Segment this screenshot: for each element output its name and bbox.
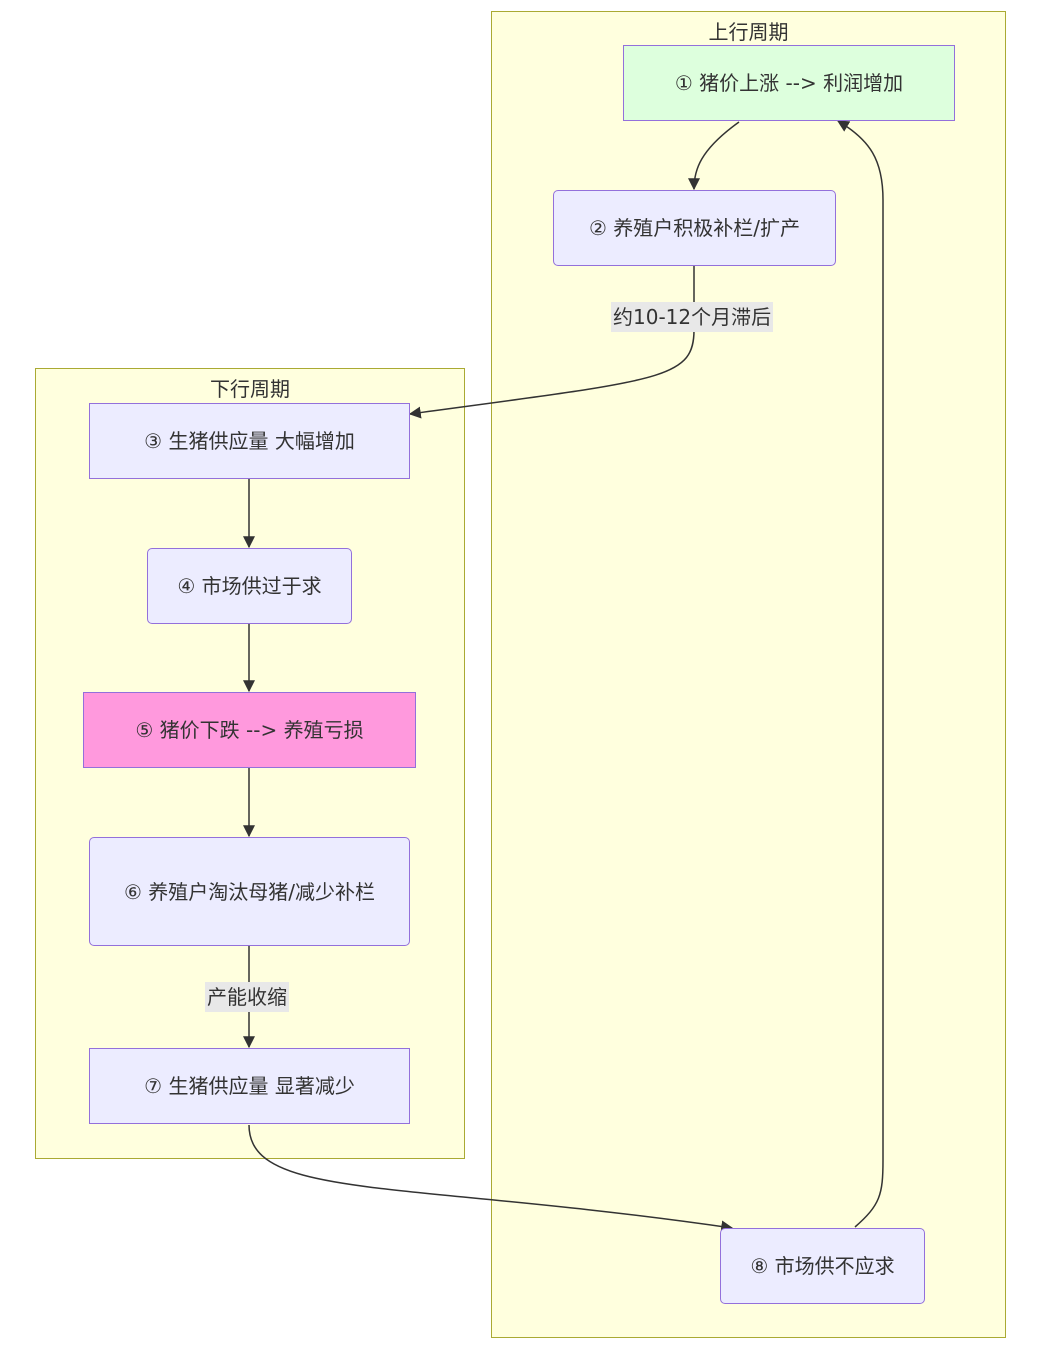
node-5-price-fall: ⑤ 猪价下跌 --> 养殖亏损 [83, 692, 416, 768]
edge-label-lag: 约10-12个月滞后 [611, 302, 774, 332]
node-6-cull-sows: ⑥ 养殖户淘汰母猪/减少补栏 [89, 837, 410, 946]
subgraph-upward-title: 上行周期 [708, 20, 789, 44]
edge-label-shrink: 产能收缩 [205, 982, 289, 1012]
subgraph-downward-title: 下行周期 [210, 377, 290, 401]
edge-n8-n1 [836, 120, 884, 1228]
node-7-supply-decrease: ⑦ 生猪供应量 显著减少 [89, 1048, 410, 1124]
node-1-price-rise: ① 猪价上涨 --> 利润增加 [623, 45, 955, 121]
edge-n1-n2 [688, 121, 740, 191]
node-4-oversupply: ④ 市场供过于求 [147, 548, 352, 624]
edge-n2-n3 [408, 266, 695, 419]
node-3-supply-increase: ③ 生猪供应量 大幅增加 [89, 403, 410, 479]
edge-n7-n8 [248, 1124, 734, 1233]
node-8-undersupply: ⑧ 市场供不应求 [720, 1228, 925, 1304]
node-2-expand-breeding: ② 养殖户积极补栏/扩产 [553, 190, 836, 266]
